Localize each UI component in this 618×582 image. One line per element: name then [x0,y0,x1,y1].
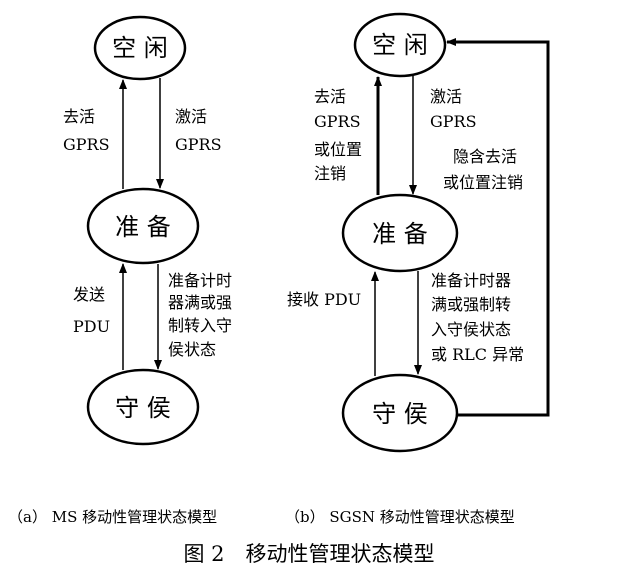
state-idle-a [93,15,187,81]
state-standby-a-label: 守 侯 [115,394,171,422]
edge-a-deactivate-label: 去活 GPRS [63,107,110,154]
state-standby-a [86,368,200,446]
diagram-b: 空 闲 准 备 守 侯 去活 GPRS 或位置 注销 激活 GPRS 隐含去活 … [287,12,550,453]
figure-title: 图 2 移动性管理状态模型 [183,542,434,566]
state-idle-a-label: 空 闲 [112,34,168,62]
edge-b-timer-label: 准备计时器 满或强制转 入守侯状态 或 RLC 异常 [431,271,524,364]
edge-b-implicit-arrow [446,38,550,417]
state-ready-a-label: 准 备 [115,213,171,241]
edge-a-activate-label: 激活 GPRS [175,107,222,154]
state-idle-b [353,12,447,78]
state-idle-b-label: 空 闲 [372,31,428,59]
edge-b-deactivate-label: 去活 GPRS 或位置 注销 [314,87,367,183]
edge-a-timer-label: 准备计时 器满或强 制转入守 侯状态 [168,271,237,359]
state-ready-b-label: 准 备 [372,220,428,248]
state-standby-b-label: 守 侯 [372,400,428,428]
state-ready-a [86,187,200,265]
state-ready-b [341,193,459,273]
state-standby-b [341,373,459,453]
edge-b-receive-pdu-label: 接收 PDU [287,290,361,309]
diagram-a: 空 闲 准 备 守 侯 去活 GPRS 激活 GPRS 发送 PDU 准备计时 … [63,15,237,446]
edge-b-implicit-label: 隐含去活 或位置注销 [443,147,523,192]
caption-a: （a） MS 移动性管理状态模型 [8,508,217,526]
caption-b: （b） SGSN 移动性管理状态模型 [285,508,515,526]
edge-a-send-pdu-label: 发送 PDU [73,285,110,336]
edge-b-activate-label: 激活 GPRS [430,87,477,131]
